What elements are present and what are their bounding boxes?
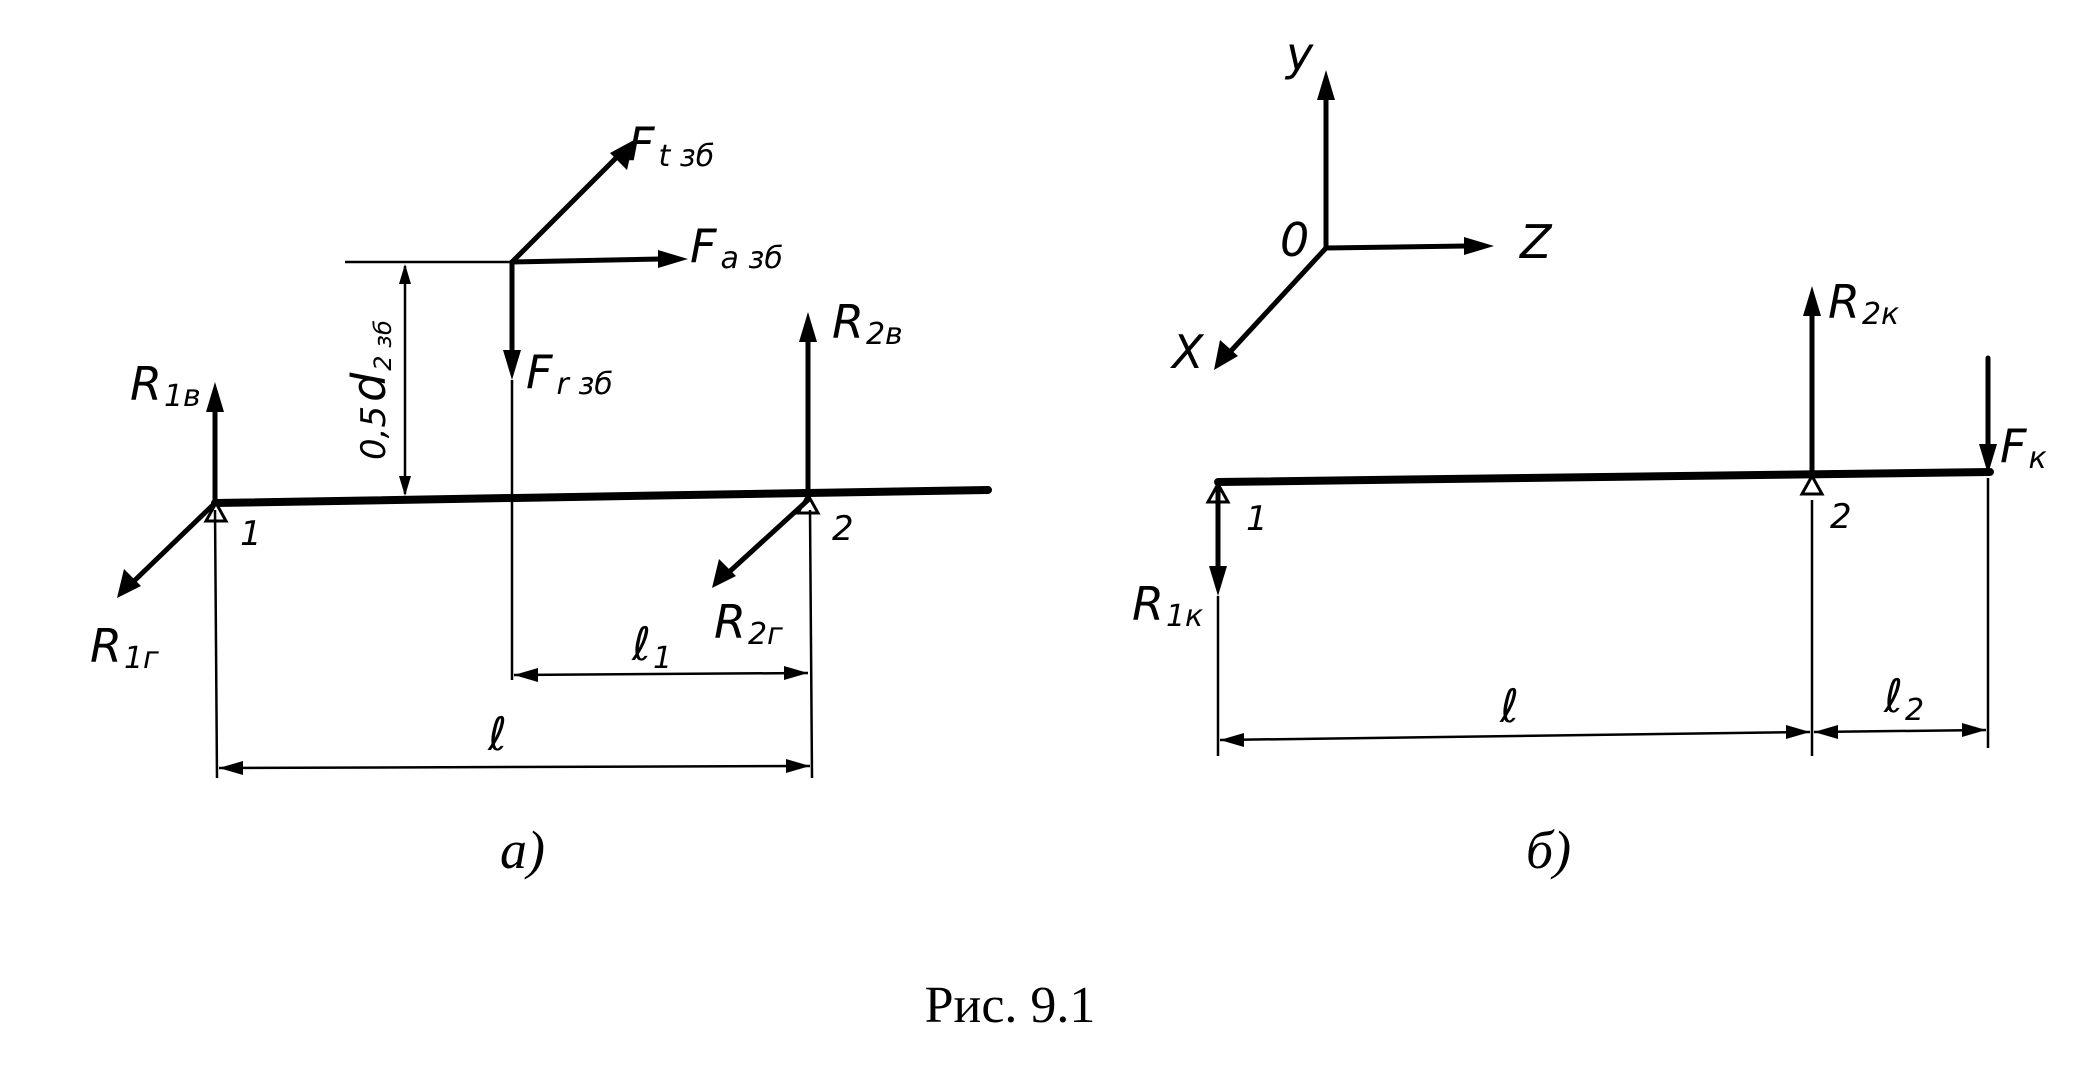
sub-caption-b: б)	[1526, 820, 1571, 880]
arrow-Fa	[509, 250, 688, 268]
label-Fk: Fк	[2000, 419, 2047, 476]
label-l-a: ℓ	[487, 707, 507, 761]
label-R2k: R2к	[1828, 275, 1899, 332]
axis-z	[1323, 237, 1494, 255]
label-R1v: R1в	[130, 357, 201, 414]
support-label-1-b: 1	[1246, 499, 1268, 539]
label-R1g: R1г	[90, 619, 159, 676]
arrow-R1v	[206, 382, 224, 506]
dimension-l-b	[1219, 725, 1811, 747]
support-label-2-a: 2	[832, 509, 854, 549]
arrow-Fr	[503, 259, 521, 380]
arrow-Fk	[1979, 355, 1997, 474]
label-R2g: R2г	[714, 595, 783, 652]
label-l1: ℓ1	[631, 617, 672, 676]
extension-line-support-1-a	[213, 509, 219, 779]
axis-label-z: Z	[1518, 215, 1553, 269]
dimension-l1	[513, 666, 809, 682]
support-label-1-a: 1	[240, 514, 262, 554]
label-l-b: ℓ	[1499, 679, 1519, 733]
label-radius-dimension: 0,5d2 зб	[342, 320, 397, 460]
sub-caption-a: а)	[500, 820, 545, 880]
arrow-R1k	[1209, 481, 1227, 596]
radius-dimension	[345, 260, 512, 496]
label-R1k: R1к	[1132, 577, 1203, 634]
axis-x	[1214, 245, 1329, 370]
axis-label-y: y	[1284, 27, 1314, 81]
extension-line-support-2-a	[808, 509, 814, 779]
shaft-beam-b	[1214, 468, 1994, 486]
dimension-l-a	[218, 759, 811, 775]
axis-label-x: X	[1170, 325, 1205, 379]
label-l2: ℓ2	[1883, 669, 1924, 728]
figure-caption: Рис. 9.1	[925, 977, 1096, 1034]
axis-y	[1317, 70, 1335, 251]
support-2-b	[1799, 472, 1825, 496]
arrow-R1g	[117, 500, 218, 598]
arrow-R2k	[1803, 286, 1821, 479]
arrow-R2g	[712, 497, 811, 588]
support-label-2-b: 2	[1830, 497, 1852, 537]
arrow-Ft	[509, 140, 634, 265]
shaft-beam-a	[211, 486, 992, 507]
dimension-l2	[1813, 723, 1987, 739]
label-R2v: R2в	[832, 295, 903, 352]
arrow-R2v	[799, 312, 817, 498]
diagram-b: y Z X 0	[1132, 27, 2047, 880]
axis-label-origin: 0	[1280, 213, 1309, 267]
